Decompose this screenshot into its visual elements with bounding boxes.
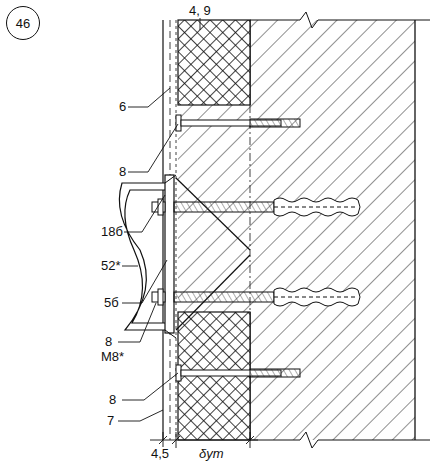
sheet-number-circle: 46: [6, 6, 40, 40]
callout-number: 7: [106, 414, 115, 428]
callout-number: 18б: [100, 225, 124, 239]
anchor-bolt: [152, 198, 360, 306]
callout-number: 4, 9: [188, 4, 212, 18]
leader-line: [118, 18, 200, 421]
callout-number: 8: [104, 335, 113, 349]
sheet-number: 46: [16, 16, 30, 31]
dimension-text: δут: [198, 447, 225, 461]
wall-hatch: [250, 20, 415, 440]
callout-number: 6: [118, 100, 127, 114]
bracket-plate: [165, 175, 174, 333]
callout-number: 8: [118, 165, 127, 179]
dimension-text: 4,5: [150, 447, 170, 461]
insulation: [178, 20, 250, 105]
bracket: [119, 183, 172, 330]
insulation-dowel: [176, 115, 300, 381]
callout-number: 5б: [103, 296, 120, 310]
callout-number: M8*: [100, 350, 125, 364]
callout-number: 8: [108, 393, 117, 407]
callout-number: 52*: [100, 259, 122, 273]
dimension-line: [150, 432, 258, 448]
